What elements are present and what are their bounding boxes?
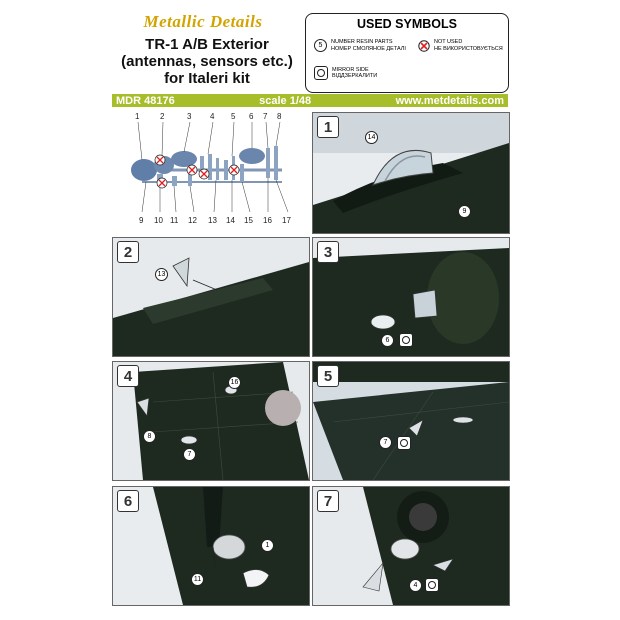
mirror-side-icon: [399, 333, 413, 347]
part-callout: 11: [191, 573, 204, 586]
mirror-side-icon: [425, 578, 439, 592]
step-photo: [313, 113, 509, 233]
part-callout: 7: [183, 448, 196, 461]
not-used-text-ua: НЕ ВИКОРИСТОВУЄТЬСЯ: [434, 45, 503, 52]
title-line-1: TR-1 A/B Exterior: [145, 36, 269, 53]
part-callout: 6: [381, 334, 394, 347]
part-number: 11: [170, 216, 179, 225]
step-photo: [313, 362, 509, 480]
step-panel-1: 1 14 9: [312, 112, 510, 234]
symbol-number: 5 NUMBER RESIN PARTS НОМЕР СМОЛЯНОЕ ДЕТА…: [314, 39, 406, 52]
step-photo: [113, 487, 309, 605]
part-callout: 14: [365, 131, 378, 144]
part-callout: 9: [458, 205, 471, 218]
parts-fret: 1 2 3 4 5 6 7 8 9 10 11 12 13 14 15 16 1…: [112, 112, 308, 232]
symbol-mirror: MIRROR SIDE ВІДДЗЕРКАЛИТИ: [314, 66, 377, 80]
number-symbol-icon: 5: [314, 39, 327, 52]
not-used-icon: [418, 39, 430, 52]
part-callout: 16: [228, 376, 241, 389]
step-number: 1: [317, 116, 339, 138]
mirror-side-icon: [314, 66, 328, 80]
step-number: 7: [317, 490, 339, 512]
part-number: 12: [188, 216, 197, 225]
step-panel-2: 2 13: [112, 237, 310, 357]
not-used-text-en: NOT USED: [434, 39, 463, 45]
used-symbols-box: USED SYMBOLS 5 NUMBER RESIN PARTS НОМЕР …: [305, 13, 509, 93]
title-line-3: for Italeri kit: [164, 70, 250, 87]
part-number: 3: [187, 112, 192, 121]
resin-parts-image: [131, 121, 289, 213]
step-number: 2: [117, 241, 139, 263]
part-number: 8: [277, 112, 282, 121]
part-number: 9: [139, 216, 144, 225]
info-banner: MDR 48176 scale 1/48 www.metdetails.com: [112, 94, 508, 107]
mirror-text-ua: ВІДДЗЕРКАЛИТИ: [332, 73, 378, 79]
part-number: 6: [249, 112, 254, 121]
step-panel-6: 6 1 11: [112, 486, 310, 606]
step-photo: [113, 238, 309, 356]
brand-logo: Metallic Details: [143, 12, 263, 31]
part-callout: 13: [155, 268, 168, 281]
step-photo: [113, 362, 309, 480]
part-callout: 8: [143, 430, 156, 443]
mirror-side-icon: [397, 436, 411, 450]
step-panel-7: 7 4: [312, 486, 510, 606]
part-number: 1: [135, 112, 140, 121]
part-callout: 4: [409, 579, 422, 592]
scale-label: scale 1/48: [259, 94, 312, 107]
part-number: 4: [210, 112, 215, 121]
part-callout: 7: [379, 436, 392, 449]
website-link[interactable]: www.metdetails.com: [395, 94, 504, 107]
part-number: 14: [226, 216, 235, 225]
symbols-heading: USED SYMBOLS: [356, 17, 457, 31]
step-number: 4: [117, 365, 139, 387]
part-number: 15: [244, 216, 253, 225]
page-title: TR-1 A/B Exterior (antennas, sensors etc…: [112, 36, 302, 87]
step-number: 3: [317, 241, 339, 263]
symbol-not-used: NOT USED НЕ ВИКОРИСТОВУЄТЬСЯ: [418, 39, 503, 52]
part-number: 5: [231, 112, 236, 121]
part-callout: 1: [261, 539, 274, 552]
part-number: 7: [263, 112, 268, 121]
part-number: 10: [154, 216, 163, 225]
part-number: 2: [160, 112, 165, 121]
part-number: 13: [208, 216, 217, 225]
part-number: 16: [263, 216, 272, 225]
product-code: MDR 48176: [116, 94, 175, 107]
step-number: 5: [317, 365, 339, 387]
step-panel-3: 3 6: [312, 237, 510, 357]
part-number: 17: [282, 216, 291, 225]
number-text-en: NUMBER RESIN PARTS: [331, 39, 393, 45]
step-panel-4: 4 16 8 7: [112, 361, 310, 481]
mirror-text-en: MIRROR SIDE: [332, 66, 369, 73]
step-panel-5: 5 7: [312, 361, 510, 481]
step-number: 6: [117, 490, 139, 512]
title-line-2: (antennas, sensors etc.): [121, 53, 293, 70]
number-text-ru: НОМЕР СМОЛЯНОЕ ДЕТАЛІ: [331, 45, 406, 52]
